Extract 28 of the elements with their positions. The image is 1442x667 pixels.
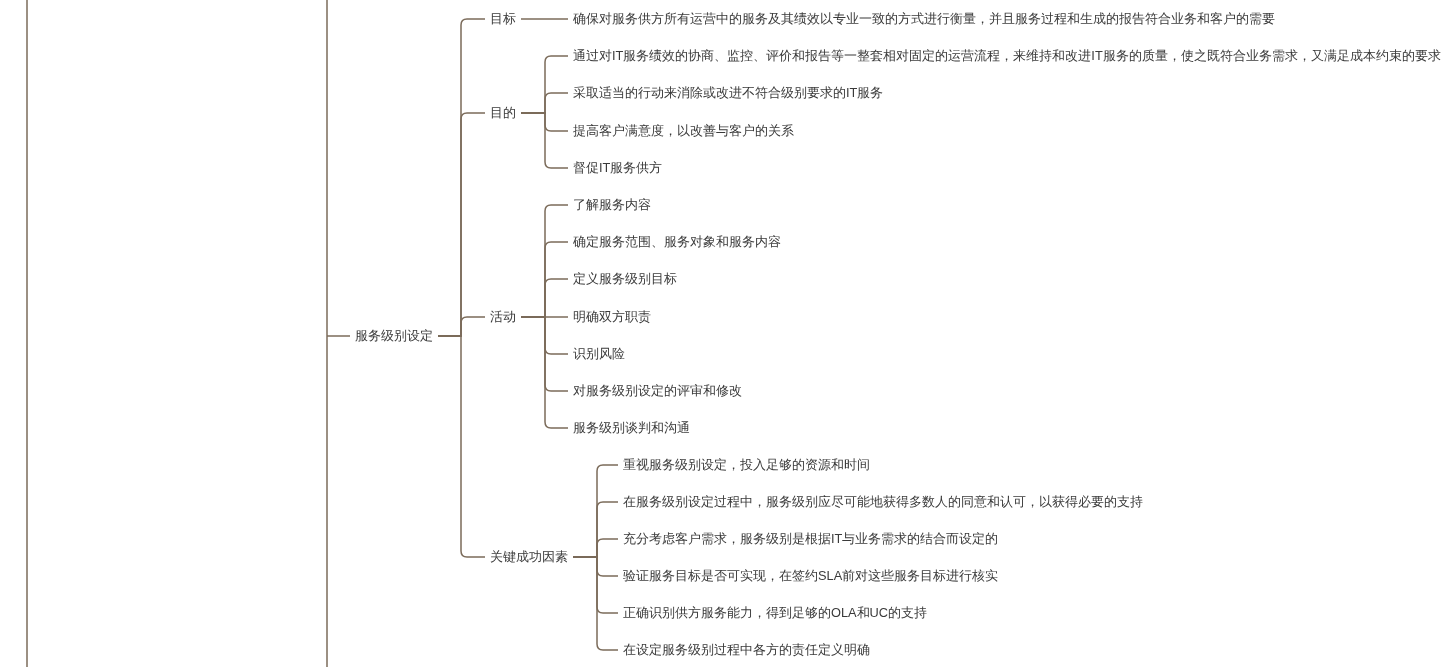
item-text: 正确识别供方服务能力，得到足够的OLA和UC的支持 — [618, 604, 933, 622]
item-text: 督促IT服务供方 — [568, 159, 668, 177]
item-text: 验证服务目标是否可实现，在签约SLA前对这些服务目标进行核实 — [618, 567, 1004, 585]
connector-line — [520, 316, 569, 429]
item-text: 定义服务级别目标 — [568, 270, 682, 288]
item-text: 在设定服务级别过程中各方的责任定义明确 — [618, 641, 875, 659]
item-text: 确定服务范围、服务对象和服务内容 — [568, 233, 786, 251]
item-text: 充分考虑客户需求，服务级别是根据IT与业务需求的结合而设定的 — [618, 530, 1004, 548]
item-text: 采取适当的行动来消除或改进不符合级别要求的IT服务 — [568, 84, 889, 102]
connector-line — [520, 112, 569, 169]
item-text: 确保对服务供方所有运营中的服务及其绩效以专业一致的方式进行衡量，并且服务过程和生成的报告符合业务和客户的需要 — [568, 10, 1280, 28]
item-text: 在服务级别设定过程中，服务级别应尽可能地获得多数人的同意和认可，以获得必要的支持 — [618, 493, 1148, 511]
item-text: 重视服务级别设定，投入足够的资源和时间 — [618, 456, 875, 474]
item-text: 通过对IT服务绩效的协商、监控、评价和报告等一整套相对固定的运营流程，来维持和改进IT服务的质量，使之既符合业务需求，又满足成本约束的要求 — [568, 47, 1442, 65]
connector-line — [326, 335, 351, 337]
branch-label: 活动 — [485, 308, 521, 326]
connector-line — [572, 556, 619, 651]
connector-line — [520, 18, 569, 20]
item-text: 对服务级别设定的评审和修改 — [568, 382, 747, 400]
item-text: 明确双方职责 — [568, 308, 656, 326]
branch-label: 关键成功因素 — [485, 548, 573, 566]
item-text: 提高客户满意度，以改善与客户的关系 — [568, 122, 799, 140]
topic-label: 服务级别设定 — [350, 327, 438, 345]
item-text: 了解服务内容 — [568, 196, 656, 214]
item-text: 服务级别谈判和沟通 — [568, 419, 695, 437]
item-text: 识别风险 — [568, 345, 630, 363]
branch-label: 目标 — [485, 10, 521, 28]
branch-label: 目的 — [485, 104, 521, 122]
